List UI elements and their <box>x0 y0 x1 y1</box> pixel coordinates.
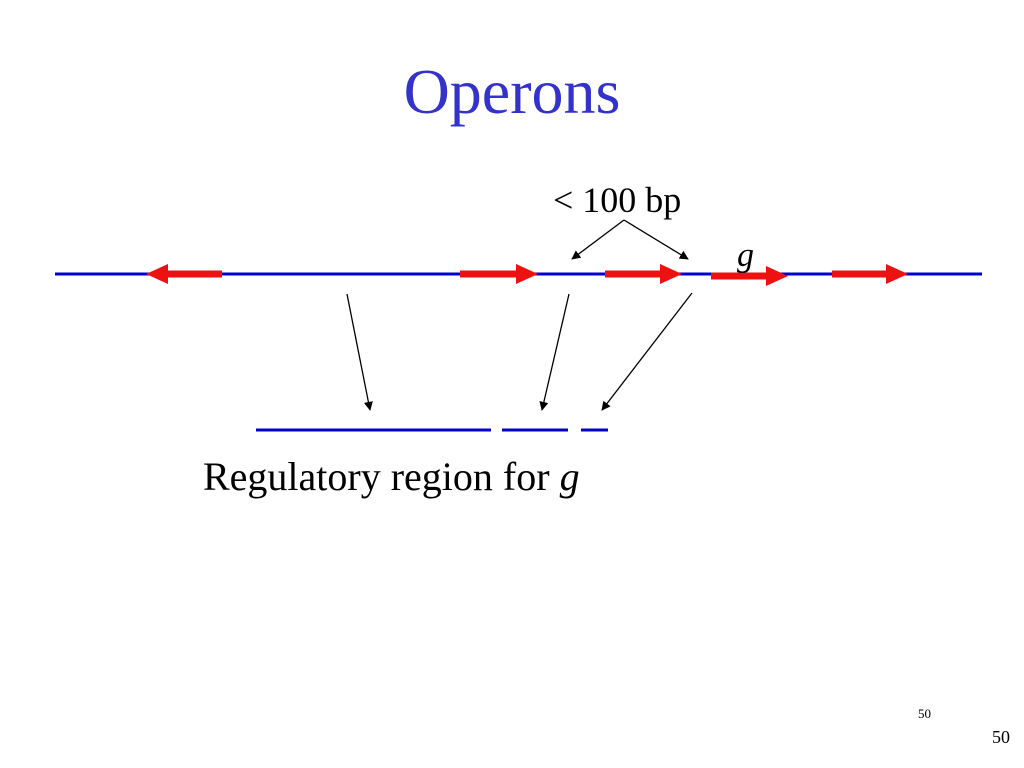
region-pointer-1 <box>346 293 373 411</box>
gene-arrow-5 <box>832 264 908 284</box>
slide-number: 50 <box>992 727 1010 747</box>
slide-number-small: 50 <box>918 706 931 721</box>
distance-pointer-left <box>571 219 625 260</box>
region-pointer-2 <box>539 293 570 411</box>
regulatory-region-gene: g <box>559 454 580 499</box>
gene-arrow-2 <box>460 264 538 284</box>
region-pointer-3 <box>601 292 693 411</box>
gene-arrow-g <box>711 266 788 286</box>
slide-title: Operons <box>403 56 621 127</box>
regulatory-region-text: Regulatory region for <box>203 454 560 499</box>
gene-arrow-3 <box>605 264 682 284</box>
regulatory-region-caption: Regulatory region for g <box>203 452 580 502</box>
distance-pointer-right <box>623 219 689 260</box>
gene-label: g <box>737 237 754 274</box>
distance-label: < 100 bp <box>553 180 682 220</box>
gene-arrow-1 <box>146 264 222 284</box>
